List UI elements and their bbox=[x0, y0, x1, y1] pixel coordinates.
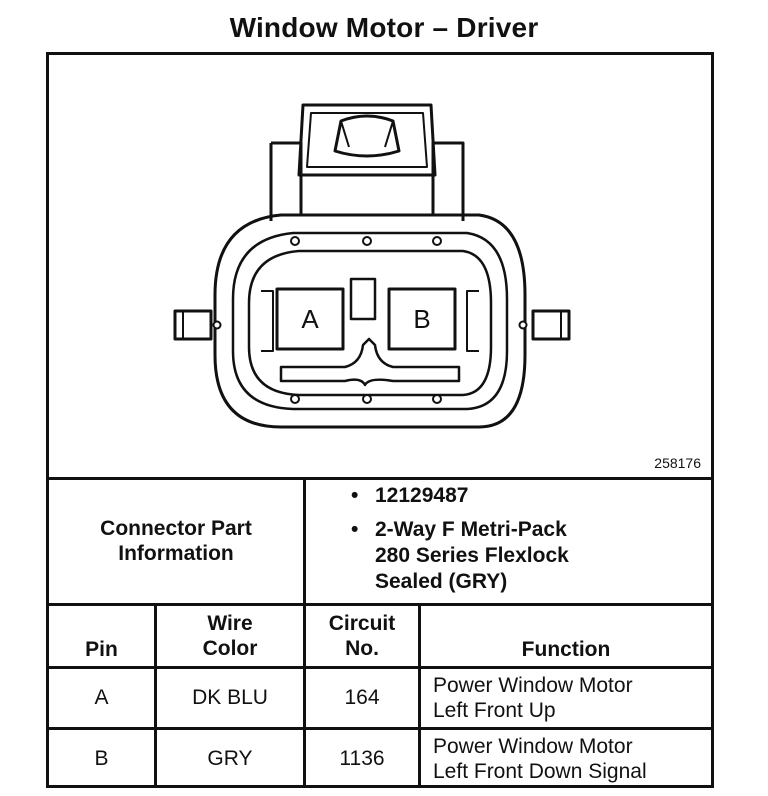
cavity-outline bbox=[247, 249, 493, 397]
part-description-line1: 2-Way F Metri-Pack bbox=[375, 518, 567, 541]
header-function: Function bbox=[521, 638, 611, 661]
header-pin: Pin bbox=[85, 638, 118, 661]
connector-info-label-line2: Information bbox=[118, 542, 234, 565]
row-a-pin: A bbox=[94, 686, 109, 709]
part-number: 12129487 bbox=[375, 484, 469, 507]
row-a-circuit: 164 bbox=[344, 686, 380, 709]
divider-row-a bbox=[49, 727, 711, 730]
pin-a-label: A bbox=[301, 304, 319, 334]
divider-v-info bbox=[303, 479, 306, 788]
lock-tab-inner bbox=[306, 112, 428, 168]
row-b-function: Power Window Motor Left Front Down Signa… bbox=[421, 729, 711, 788]
row-a-function-line1: Power Window Motor bbox=[433, 673, 633, 697]
divider-diagram bbox=[49, 477, 711, 480]
connector-info-label: Connector Part Information bbox=[49, 479, 303, 603]
row-b-circuit: 1136 bbox=[339, 747, 385, 770]
connector-inner-body bbox=[231, 231, 509, 411]
part-description: 2-Way F Metri-Pack 280 Series Flexlock S… bbox=[375, 517, 569, 595]
row-b-function-line2: Left Front Down Signal bbox=[433, 759, 647, 783]
side-tab-left bbox=[173, 309, 213, 341]
center-key bbox=[349, 277, 377, 321]
row-a-wire: DK BLU bbox=[192, 686, 268, 709]
bullet-icon: • bbox=[351, 484, 359, 507]
row-b-function-line1: Power Window Motor bbox=[433, 734, 633, 758]
header-circuit-line2: No. bbox=[345, 636, 379, 660]
connector-frame: A B 258176 Connector Part Information • … bbox=[46, 52, 714, 788]
lock-latch bbox=[333, 114, 401, 158]
list-item: • 12129487 bbox=[345, 483, 569, 509]
header-circuit-line1: Circuit bbox=[328, 611, 396, 635]
row-b-wire: GRY bbox=[207, 747, 253, 770]
divider-v-pin bbox=[154, 605, 157, 788]
figure-ref: 258176 bbox=[654, 455, 701, 471]
connector-info-label-line1: Connector Part bbox=[100, 517, 252, 540]
header-circuit-no: Circuit No. bbox=[306, 605, 418, 666]
connector-diagram: A B bbox=[173, 103, 571, 429]
row-b-pin: B bbox=[94, 747, 109, 770]
bullet-icon: • bbox=[351, 518, 359, 541]
part-description-line2: 280 Series Flexlock bbox=[375, 544, 569, 567]
row-a-function: Power Window Motor Left Front Up bbox=[421, 668, 711, 727]
connector-body bbox=[213, 213, 527, 429]
list-item: • 2-Way F Metri-Pack 280 Series Flexlock… bbox=[345, 517, 569, 595]
divider-info bbox=[49, 603, 711, 606]
divider-v-circuit bbox=[418, 605, 421, 788]
header-wire-color-line2: Color bbox=[202, 636, 258, 660]
row-a-function-line2: Left Front Up bbox=[433, 698, 556, 722]
pin-b-label: B bbox=[413, 304, 430, 334]
side-tab-right bbox=[531, 309, 571, 341]
terminal-b bbox=[387, 287, 457, 351]
header-wire-color-line1: Wire bbox=[207, 611, 253, 635]
terminal-a bbox=[275, 287, 345, 351]
divider-header bbox=[49, 666, 711, 669]
connector-info-list: • 12129487 • 2-Way F Metri-Pack 280 Seri… bbox=[345, 483, 569, 603]
part-description-line3: Sealed (GRY) bbox=[375, 570, 508, 593]
header-wire-color: Wire Color bbox=[157, 605, 303, 666]
page-title: Window Motor – Driver bbox=[229, 12, 539, 43]
bottom-rib bbox=[279, 337, 461, 387]
